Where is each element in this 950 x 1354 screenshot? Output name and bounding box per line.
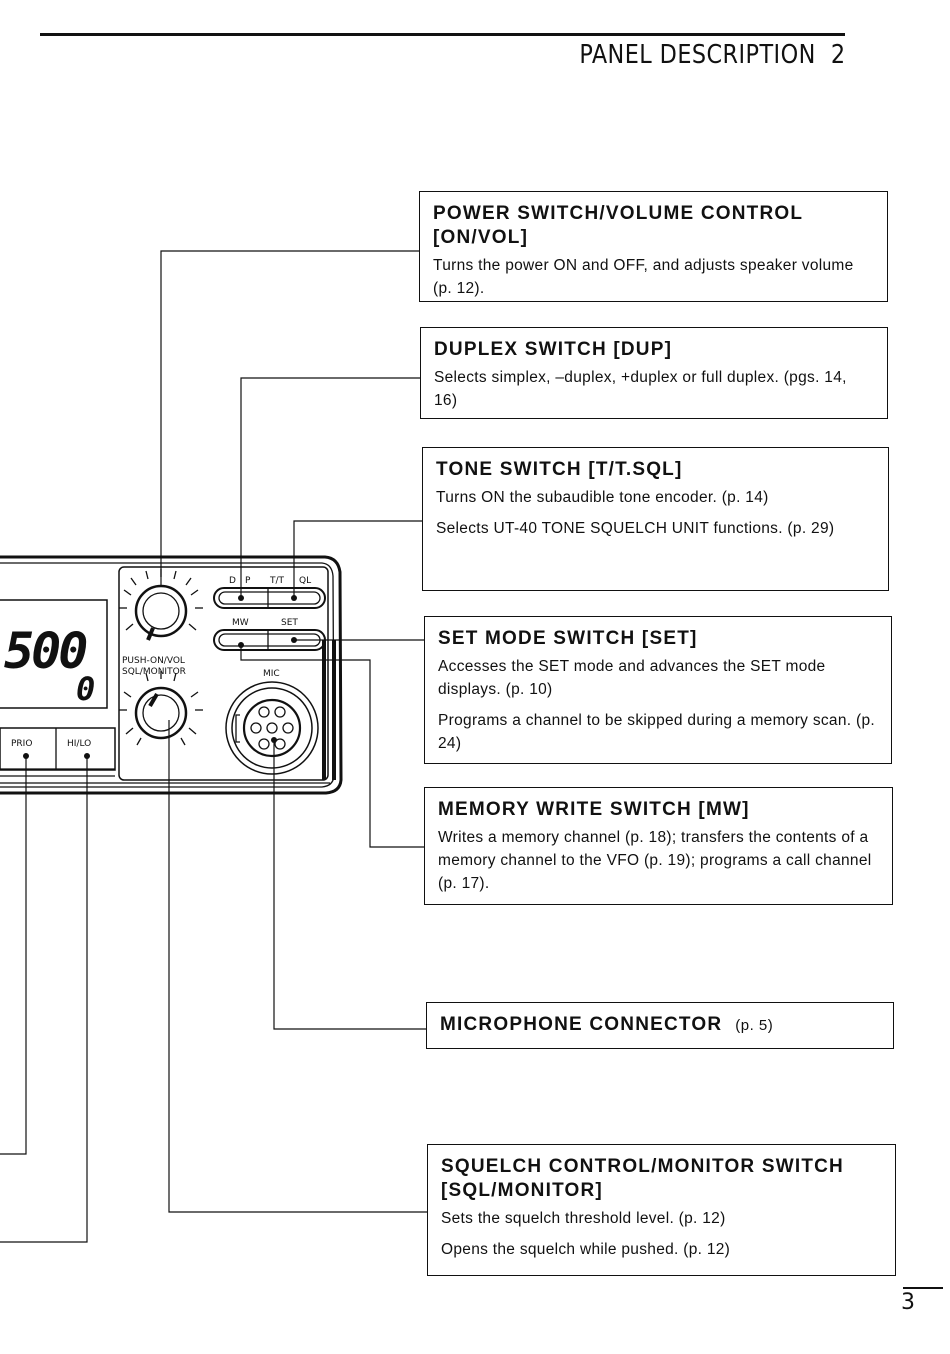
label-mic: MIC	[263, 669, 280, 679]
page-number: 3	[901, 1290, 915, 1315]
section-title: PANEL DESCRIPTION	[578, 40, 816, 70]
volume-knob	[134, 584, 188, 638]
callout-title: DUPLEX SWITCH [DUP]	[434, 339, 673, 360]
callout-title: TONE SWITCH [T/T.SQL]	[436, 459, 683, 480]
leader-squelch	[168, 720, 427, 1213]
squelch-knob	[134, 686, 188, 740]
leader-mic	[273, 740, 426, 1030]
label-hilo: HI/LO	[67, 739, 91, 749]
callout-text: Accesses the SET mode and advances the S…	[438, 658, 826, 698]
callout-power-volume: POWER SWITCH/VOLUME CONTROL [ON/VOL] Tur…	[419, 191, 888, 302]
label-prio: PRIO	[11, 739, 32, 749]
callout-title: POWER SWITCH/VOLUME CONTROL [ON/VOL]	[433, 203, 803, 248]
header-rule	[40, 33, 845, 36]
label-knob: PUSH-ON/VOL	[122, 656, 185, 666]
dup-switch	[213, 587, 326, 609]
callout-tone: TONE SWITCH [T/T.SQL] Turns ON the subau…	[422, 447, 889, 591]
label-mw: MW	[232, 618, 249, 628]
callout-title: SET MODE SWITCH [SET]	[438, 628, 698, 649]
callout-text: Opens the squelch while pushed. (p. 12)	[441, 1241, 731, 1258]
callout-text: Sets the squelch threshold level. (p. 12…	[441, 1210, 726, 1227]
label-tone-partial: QL	[299, 576, 311, 586]
leader-mw	[240, 645, 424, 848]
page-number-rule	[903, 1287, 943, 1289]
callout-text: Turns ON the subaudible tone encoder. (p…	[436, 489, 769, 506]
chassis-top-edge	[0, 555, 343, 795]
label-knob2: SQL/MONITOR	[122, 667, 186, 677]
mic-connector	[225, 681, 319, 775]
callout-text: Writes a memory channel (p. 18); transfe…	[438, 829, 872, 892]
callout-title: SQUELCH CONTROL/MONITOR SWITCH [SQL/MONI…	[441, 1156, 844, 1201]
callout-squelch: SQUELCH CONTROL/MONITOR SWITCH [SQL/MONI…	[427, 1144, 896, 1276]
callout-title: MEMORY WRITE SWITCH [MW]	[438, 799, 750, 820]
callout-set-mode: SET MODE SWITCH [SET] Accesses the SET m…	[424, 616, 892, 764]
leader-prio	[0, 756, 27, 1155]
page-title: PANEL DESCRIPTION 2	[579, 40, 845, 70]
leader-duplex	[240, 377, 420, 598]
callout-text: Selects simplex, –duplex, +duplex or ful…	[434, 369, 847, 409]
label-dup: D	[229, 576, 236, 586]
leader-power	[160, 250, 420, 585]
callout-text: Turns the power ON and OFF, and adjusts …	[433, 257, 854, 297]
callout-title: MICROPHONE CONNECTOR (p. 5)	[440, 1013, 879, 1038]
callout-text: Programs a channel to be skipped during …	[438, 712, 875, 752]
callout-duplex: DUPLEX SWITCH [DUP] Selects simplex, –du…	[420, 327, 888, 419]
callout-title-text: MICROPHONE CONNECTOR	[440, 1014, 723, 1035]
display-main-digits: 500	[4, 622, 86, 680]
leader-tone	[293, 520, 422, 598]
leader-hilo	[0, 756, 88, 1243]
label-set: SET	[281, 618, 298, 628]
callout-text: Selects UT-40 TONE SQUELCH UNIT function…	[436, 520, 835, 537]
callout-microphone: MICROPHONE CONNECTOR (p. 5)	[426, 1002, 894, 1049]
callout-page-ref: (p. 5)	[735, 1017, 774, 1034]
label-dup-partial: P	[245, 576, 251, 586]
section-number: 2	[830, 40, 845, 70]
callout-memory-write: MEMORY WRITE SWITCH [MW] Writes a memory…	[424, 787, 893, 905]
display-sub-digit: 0	[76, 670, 95, 708]
label-tone: T/T	[269, 576, 285, 586]
